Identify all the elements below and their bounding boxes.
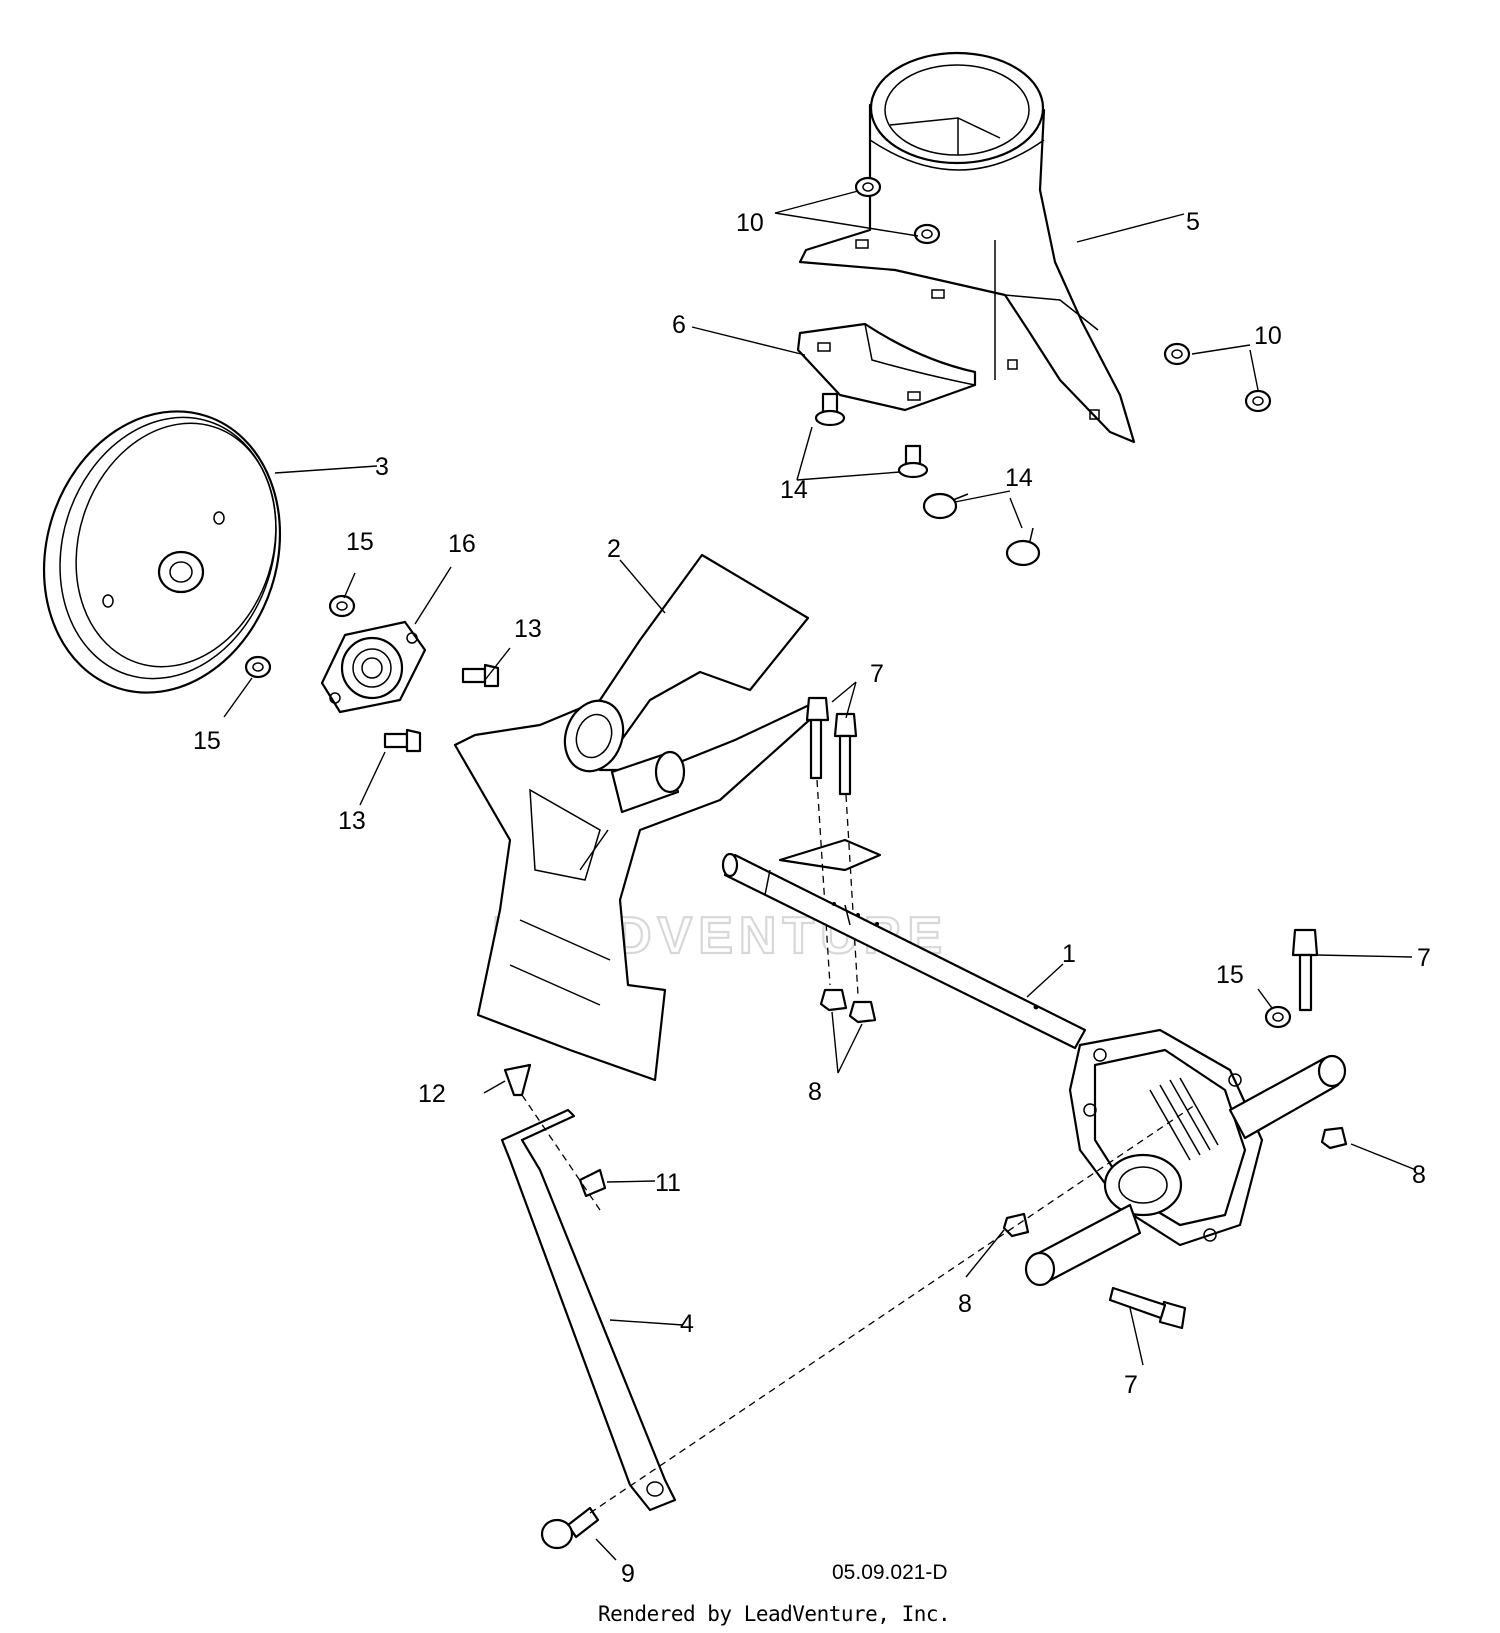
part-clevis-pin [540,1506,600,1550]
callout-13b: 13 [338,807,366,835]
callout-4: 4 [680,1310,694,1338]
callout-15c: 15 [1216,961,1244,989]
callouts: 1 2 3 4 5 6 7 7 7 8 8 8 9 10 10 11 12 13… [193,208,1431,1588]
callout-8c: 8 [958,1290,972,1318]
callout-15b: 15 [193,727,221,755]
callout-10a: 10 [736,209,764,237]
part-chute-rod [500,1108,677,1512]
part-pulley [42,410,282,694]
callout-7a: 7 [870,660,884,688]
leader-lines [223,190,1417,1561]
callout-15a: 15 [346,528,374,556]
callout-12: 12 [418,1080,446,1108]
callout-11: 11 [655,1169,681,1197]
part-lock-nut-15 [244,594,1292,1029]
callout-14b: 14 [1005,464,1033,492]
part-impeller-housing [453,553,882,1082]
callout-8a: 8 [808,1078,822,1106]
render-credit: Rendered by LeadVenture, Inc. [598,1602,950,1626]
callout-16: 16 [448,530,476,558]
part-hair-clip [578,1168,607,1198]
callout-13a: 13 [514,615,542,643]
part-bearing-flange [320,620,427,714]
callout-10b: 10 [1254,322,1282,350]
callout-6: 6 [672,311,686,339]
part-impeller-shaft-gearbox [721,852,1347,1287]
callout-7b: 7 [1417,944,1431,972]
callout-7c: 7 [1124,1371,1138,1399]
callout-1: 1 [1062,940,1076,968]
part-hex-bolt-7 [805,696,1319,1330]
part-flange-nut-10 [854,176,1272,413]
callout-8b: 8 [1412,1161,1426,1189]
part-push-pin [503,1063,532,1097]
callout-2: 2 [607,535,621,563]
part-hex-bolt-13 [383,663,500,753]
part-chute-base [798,51,1136,444]
callout-5: 5 [1186,208,1200,236]
callout-9: 9 [621,1560,635,1588]
callout-14a: 14 [780,476,808,504]
part-chute-flange [796,322,977,412]
part-carriage-bolt-14 [814,392,1041,567]
callout-3: 3 [375,453,389,481]
drawing-number: 05.09.021-D [832,1561,948,1584]
